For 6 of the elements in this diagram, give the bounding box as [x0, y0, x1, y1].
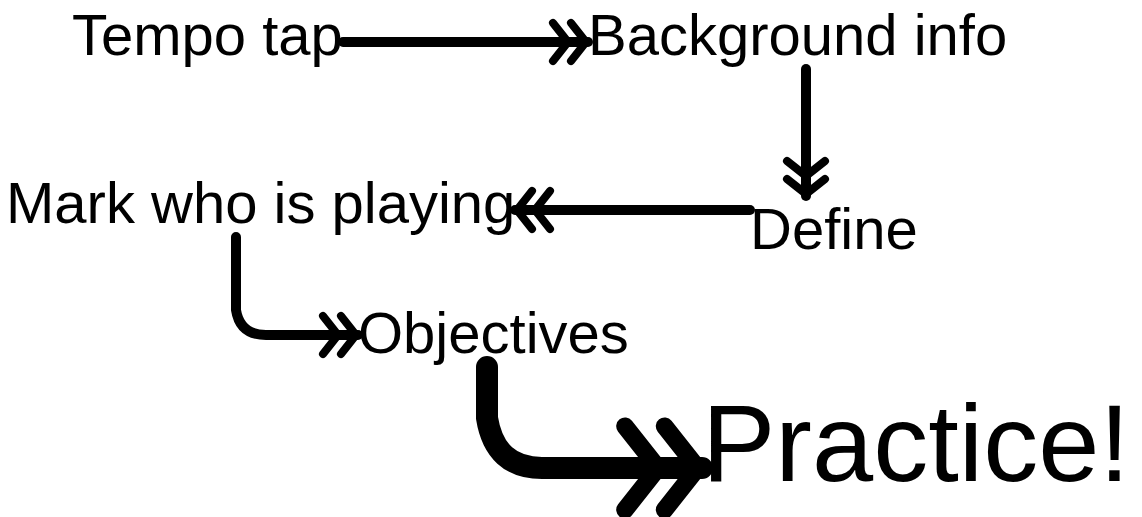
step-label: Define — [750, 196, 918, 263]
step-label: Tempo tap — [72, 2, 343, 69]
step-label: Background info — [588, 2, 1008, 69]
step-label: Mark who is playing — [6, 170, 516, 237]
step-label: Objectives — [358, 300, 629, 367]
step-label: Practice! — [702, 382, 1130, 503]
